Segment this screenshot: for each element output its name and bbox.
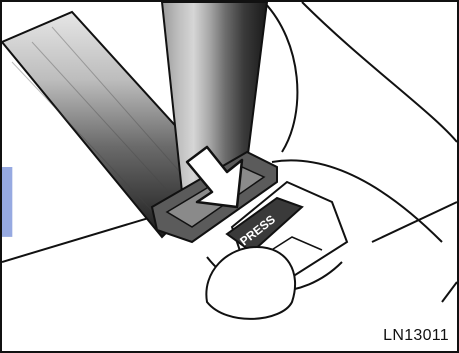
- thumb-icon: [206, 247, 295, 319]
- figure-code: LN13011: [381, 327, 451, 345]
